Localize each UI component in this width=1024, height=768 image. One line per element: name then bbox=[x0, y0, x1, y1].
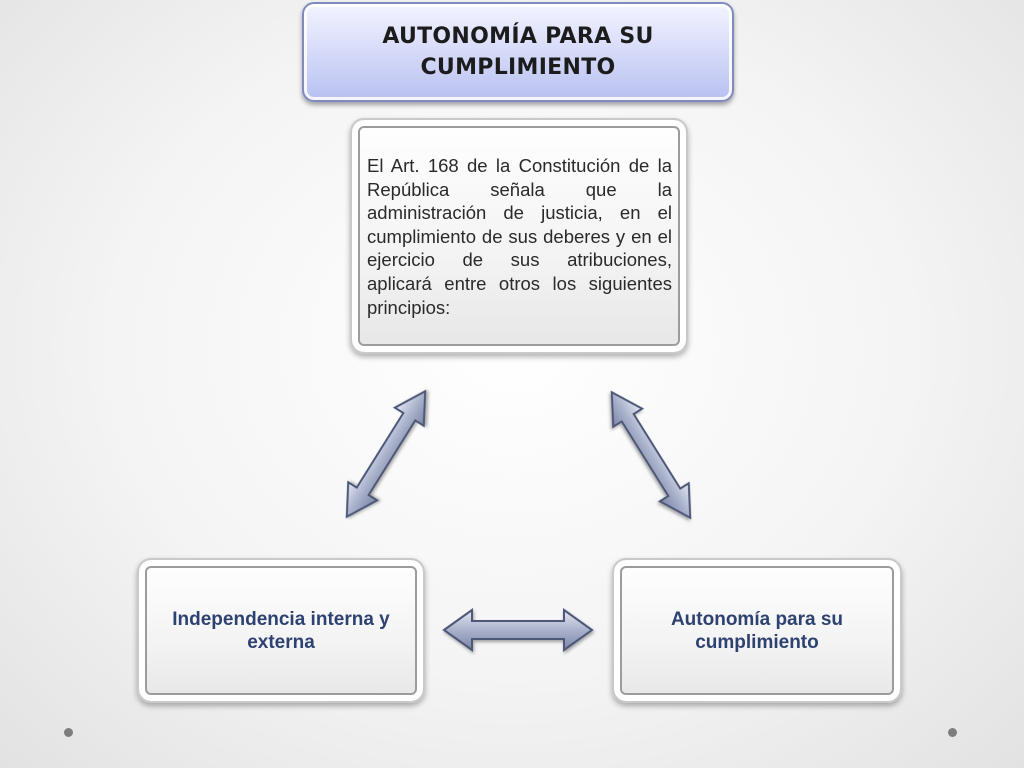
principle-text-box: El Art. 168 de la Constitución de la Rep… bbox=[350, 118, 688, 354]
double-arrow-bottom bbox=[442, 608, 594, 652]
autonomy-box: Autonomía para su cumplimiento bbox=[612, 558, 902, 703]
right-corner-dot bbox=[948, 728, 957, 737]
double-arrow-right bbox=[610, 390, 692, 520]
slide-title: AUTONOMÍA PARA SU CUMPLIMIENTO bbox=[352, 21, 683, 83]
independence-box: Independencia interna y externa bbox=[137, 558, 425, 703]
title-line-2: CUMPLIMIENTO bbox=[420, 55, 616, 80]
independence-label: Independencia interna y externa bbox=[172, 608, 390, 653]
title-banner: AUTONOMÍA PARA SU CUMPLIMIENTO bbox=[302, 2, 734, 102]
left-corner-dot bbox=[64, 728, 73, 737]
double-arrow-left bbox=[345, 389, 427, 519]
title-line-1: AUTONOMÍA PARA SU bbox=[382, 24, 654, 49]
principle-text: El Art. 168 de la Constitución de la Rep… bbox=[367, 155, 672, 318]
autonomy-label: Autonomía para su cumplimiento bbox=[670, 608, 844, 653]
